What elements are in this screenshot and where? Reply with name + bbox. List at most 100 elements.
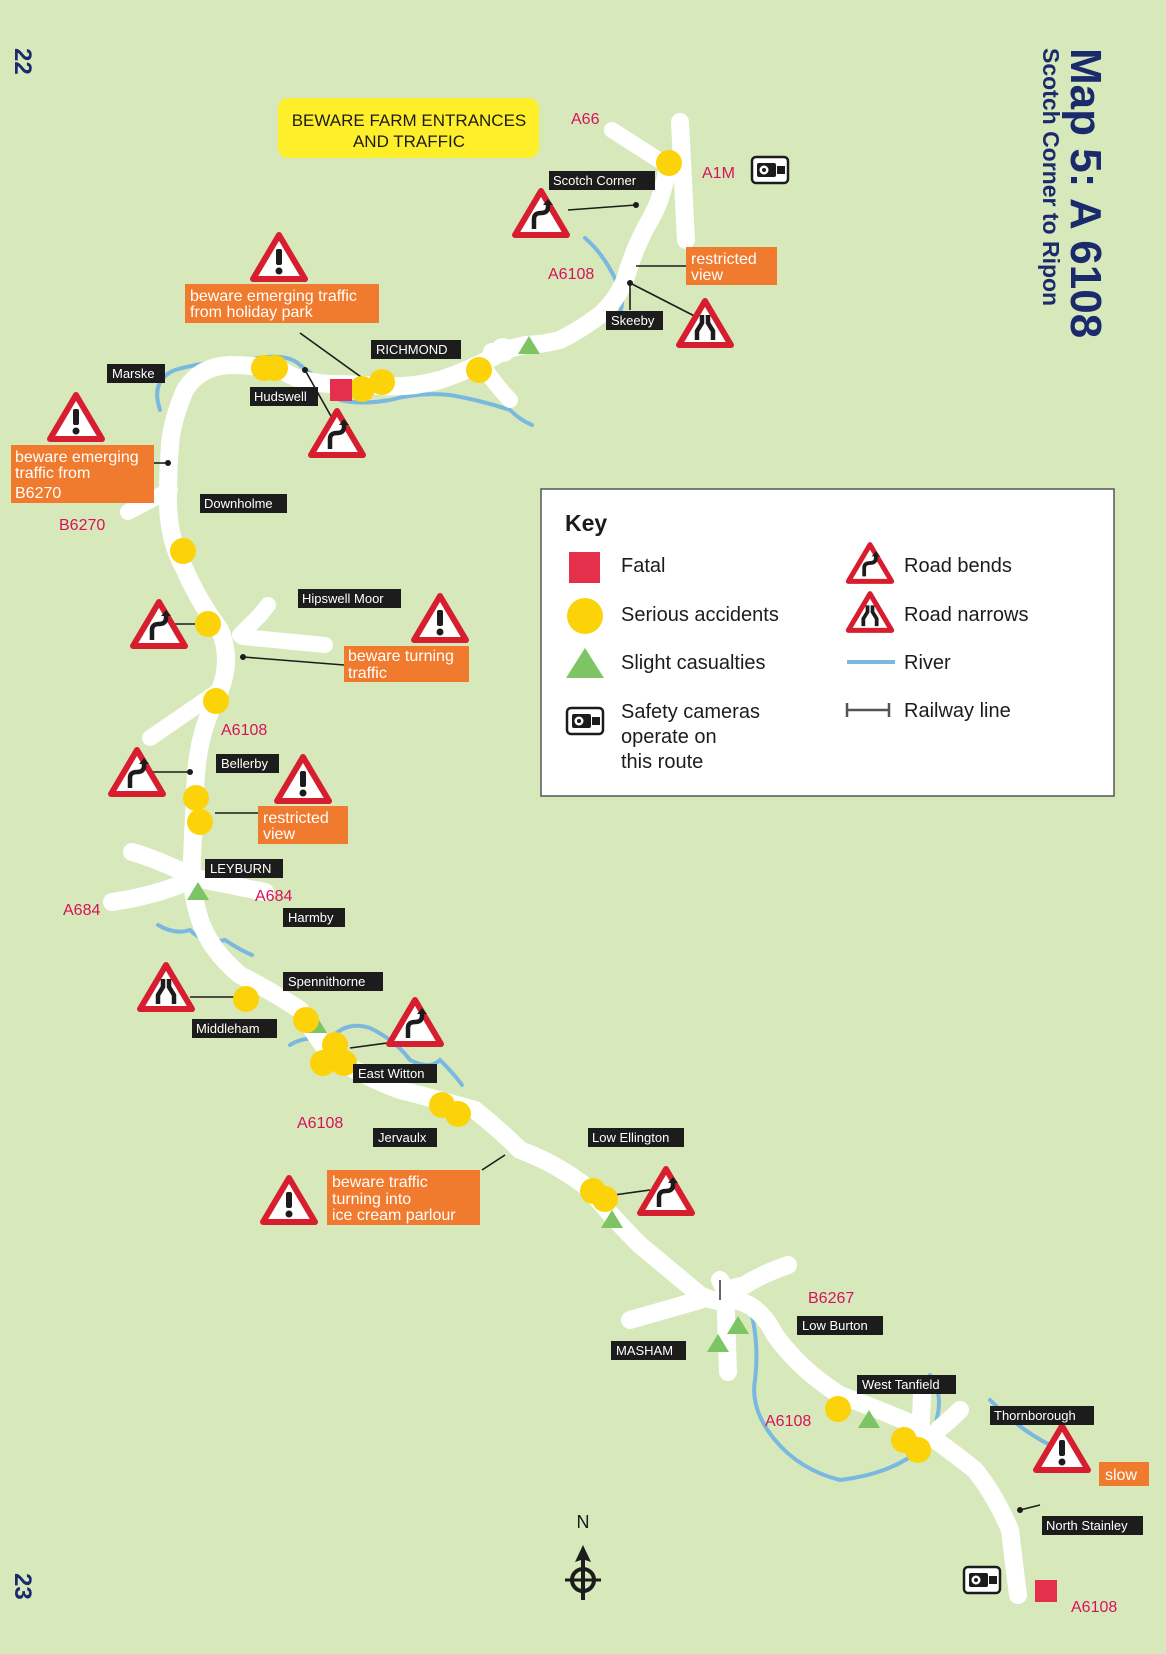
svg-text:Safety cameras: Safety cameras — [621, 701, 760, 723]
key-slight-marker — [566, 648, 604, 678]
svg-text:beware emerging: beware emerging — [15, 449, 139, 466]
svg-text:ice cream parlour: ice cream parlour — [332, 1207, 456, 1224]
svg-text:Road bends: Road bends — [904, 555, 1012, 577]
svg-text:Harmby: Harmby — [288, 910, 334, 925]
place-label-spennithorne: Spennithorne — [283, 972, 383, 991]
place-labels: Scotch Corner Skeeby RICHMOND Marske Hud… — [107, 171, 1143, 1535]
svg-text:Low Burton: Low Burton — [802, 1318, 868, 1333]
warning-box-b6270: beware emerging traffic from B6270 — [11, 445, 154, 503]
warning-box-turning-traffic: beware turning traffic — [344, 646, 469, 682]
road-label-a6108: A6108 — [221, 722, 267, 739]
road-labels: A66 A1M A6108 B6270 A6108 A684 A684 A610… — [59, 111, 1117, 1616]
road-label-a6108: A6108 — [1071, 1599, 1117, 1616]
svg-text:Middleham: Middleham — [196, 1021, 260, 1036]
svg-text:turning into: turning into — [332, 1191, 411, 1208]
svg-text:LEYBURN: LEYBURN — [210, 861, 271, 876]
place-label-low-burton: Low Burton — [797, 1316, 883, 1335]
svg-text:beware turning: beware turning — [348, 648, 454, 665]
place-label-harmby: Harmby — [283, 908, 345, 927]
road-label-b6270: B6270 — [59, 517, 105, 534]
safety-camera-icon — [962, 1565, 1002, 1595]
place-label-jervaulx: Jervaulx — [373, 1128, 437, 1147]
key-camera-icon — [565, 706, 605, 736]
svg-text:Low Ellington: Low Ellington — [592, 1130, 669, 1145]
svg-text:traffic: traffic — [348, 665, 387, 682]
svg-text:Road narrows: Road narrows — [904, 604, 1029, 626]
svg-text:slow: slow — [1105, 1467, 1137, 1484]
road-label-a66: A66 — [571, 111, 600, 128]
svg-text:Fatal: Fatal — [621, 555, 665, 577]
place-label-bellerby: Bellerby — [216, 754, 279, 773]
svg-text:River: River — [904, 652, 951, 674]
place-label-west-tanfield: West Tanfield — [857, 1375, 956, 1394]
svg-text:Skeeby: Skeeby — [611, 313, 655, 328]
svg-text:North Stainley: North Stainley — [1046, 1518, 1128, 1533]
warning-box-restricted-view-2: restricted view — [258, 806, 348, 844]
svg-text:BEWARE FARM ENTRANCES: BEWARE FARM ENTRANCES — [292, 111, 527, 130]
svg-text:beware emerging traffic: beware emerging traffic — [190, 288, 357, 305]
svg-text:Thornborough: Thornborough — [994, 1408, 1076, 1423]
place-label-north-stainley: North Stainley — [1042, 1516, 1143, 1535]
svg-text:Railway line: Railway line — [904, 700, 1011, 722]
svg-text:view: view — [691, 267, 723, 284]
road-label-a1m: A1M — [702, 165, 735, 182]
junction-dots — [165, 202, 1023, 1513]
svg-text:Scotch Corner: Scotch Corner — [553, 173, 637, 188]
warning-box-restricted-view-1: restricted view — [686, 247, 777, 285]
svg-text:N: N — [577, 1512, 590, 1532]
road-label-a684: A684 — [63, 902, 100, 919]
fatal-markers — [330, 379, 1057, 1602]
place-label-marske: Marske — [107, 364, 165, 383]
svg-text:operate on: operate on — [621, 726, 717, 748]
serious-accident-markers — [170, 150, 931, 1463]
place-label-scotch-corner: Scotch Corner — [549, 171, 655, 190]
key-railway-line — [845, 703, 891, 717]
svg-text:beware traffic: beware traffic — [332, 1174, 428, 1191]
road-label-a6108: A6108 — [297, 1115, 343, 1132]
place-label-downholme: Downholme — [200, 494, 287, 513]
place-label-hipswell-moor: Hipswell Moor — [298, 589, 401, 608]
north-compass: N — [565, 1512, 601, 1600]
svg-text:Downholme: Downholme — [204, 496, 273, 511]
svg-text:this route: this route — [621, 751, 703, 773]
road-label-a684: A684 — [255, 888, 292, 905]
place-label-leyburn: LEYBURN — [205, 859, 283, 878]
page-number-bottom: 23 — [9, 1573, 36, 1600]
place-label-low-ellington: Low Ellington — [588, 1128, 684, 1147]
road-label-a6108: A6108 — [548, 266, 594, 283]
place-label-thornborough: Thornborough — [990, 1406, 1094, 1425]
svg-text:RICHMOND: RICHMOND — [376, 342, 448, 357]
svg-text:Spennithorne: Spennithorne — [288, 974, 365, 989]
svg-text:Hipswell Moor: Hipswell Moor — [302, 591, 384, 606]
svg-text:East Witton: East Witton — [358, 1066, 424, 1081]
place-label-masham: MASHAM — [611, 1341, 686, 1360]
svg-text:Marske: Marske — [112, 366, 155, 381]
key-serious-marker — [567, 598, 603, 634]
svg-text:B6270: B6270 — [15, 485, 61, 502]
map-subtitle: Scotch Corner to Ripon — [1038, 48, 1064, 306]
svg-text:restricted: restricted — [691, 251, 757, 268]
road-label-b6267: B6267 — [808, 1290, 854, 1307]
svg-text:view: view — [263, 826, 295, 843]
svg-text:West Tanfield: West Tanfield — [862, 1377, 940, 1392]
warning-box-slow: slow — [1099, 1462, 1149, 1486]
svg-text:Hudswell: Hudswell — [254, 389, 307, 404]
map-title: Map 5: A 6108 — [1061, 48, 1110, 338]
place-label-middleham: Middleham — [192, 1019, 277, 1038]
warning-box-holiday-park: beware emerging traffic from holiday par… — [185, 284, 379, 323]
svg-text:Serious accidents: Serious accidents — [621, 604, 779, 626]
key-title: Key — [565, 510, 607, 536]
svg-text:MASHAM: MASHAM — [616, 1343, 673, 1358]
warning-box-ice-cream: beware traffic turning into ice cream pa… — [327, 1170, 480, 1225]
svg-text:Jervaulx: Jervaulx — [378, 1130, 427, 1145]
svg-text:restricted: restricted — [263, 810, 329, 827]
safety-camera-icon — [750, 155, 790, 185]
roads — [103, 113, 1027, 1604]
svg-text:from holiday park: from holiday park — [190, 304, 314, 321]
place-label-skeeby: Skeeby — [606, 311, 663, 330]
road-label-a6108: A6108 — [765, 1413, 811, 1430]
svg-text:Slight casualties: Slight casualties — [621, 652, 766, 674]
place-label-richmond: RICHMOND — [371, 340, 461, 359]
page-number-top: 22 — [9, 48, 36, 75]
